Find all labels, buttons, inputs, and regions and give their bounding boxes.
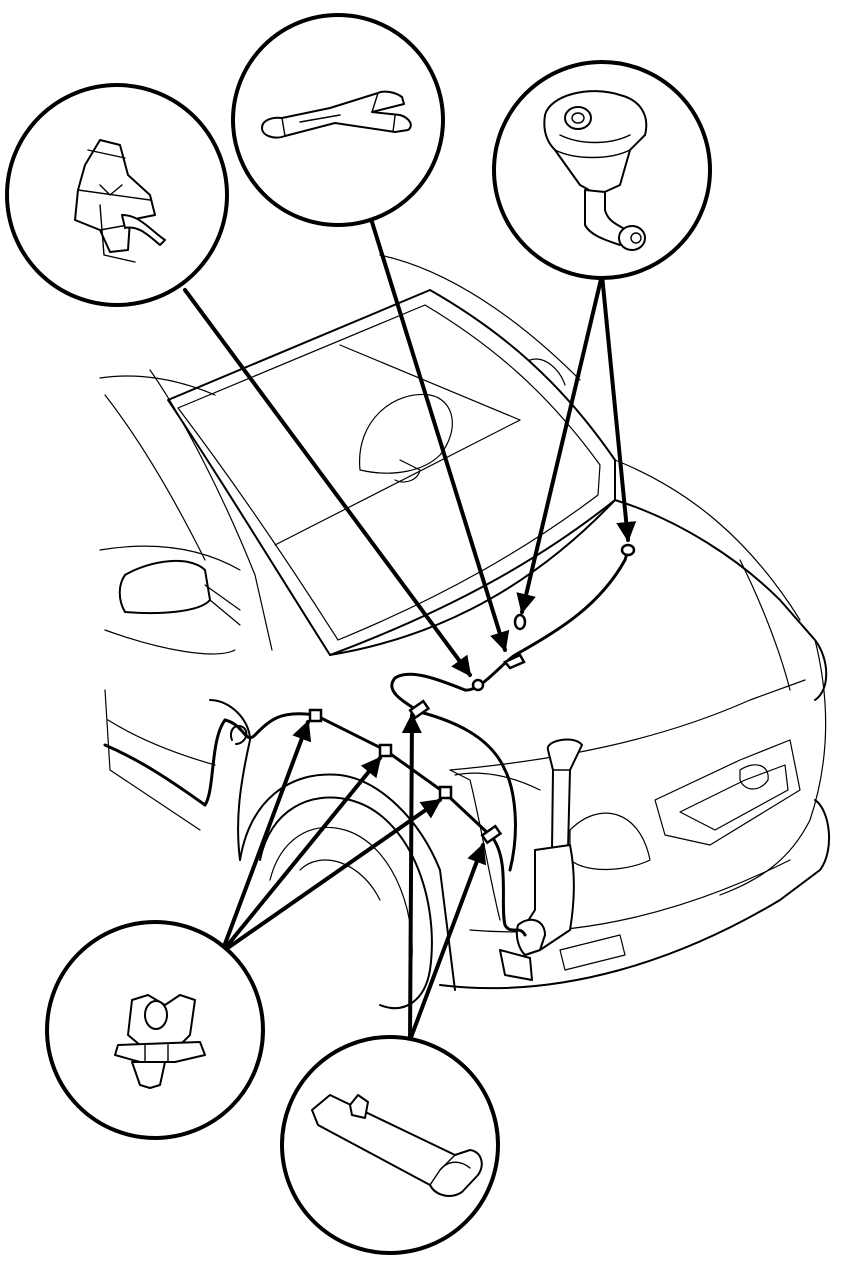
hood-center	[739, 559, 791, 691]
callout-hose-clip	[5, 83, 229, 307]
leader-clamp-1	[220, 720, 312, 954]
washer-reservoir-filler-neck	[546, 738, 583, 851]
washer-hose-cowl	[390, 548, 630, 714]
hose-clamp-3	[438, 785, 453, 800]
hood-crease	[614, 459, 801, 621]
washer-system	[103, 543, 636, 981]
steering-wheel	[359, 393, 453, 474]
mirror-mount	[204, 584, 241, 626]
strut-tower	[454, 772, 541, 791]
left-fender	[209, 699, 251, 861]
cowl-right	[529, 358, 566, 386]
windshield-frame	[167, 289, 616, 656]
door-top	[99, 545, 241, 571]
leader-clamp-2	[220, 756, 382, 954]
hose-clamp-icon	[114, 994, 206, 1089]
right-headlight-inner	[679, 764, 789, 831]
callout-hose-joint	[231, 13, 445, 227]
hose-clip-cowl	[471, 678, 485, 692]
hose-clamp-1	[308, 708, 323, 723]
washer-nozzle-left	[513, 613, 527, 631]
bumper-line	[469, 859, 791, 933]
callout-hose-clamp	[45, 920, 265, 1140]
hood-outline	[329, 499, 828, 701]
wiper-line-2	[339, 344, 521, 421]
callout-washer-nozzle	[492, 60, 712, 280]
door-lower	[104, 689, 201, 831]
fog-light	[739, 764, 769, 790]
hose-curl	[230, 724, 248, 745]
roof-line	[99, 375, 216, 396]
wiper-line	[274, 419, 521, 546]
right-fender	[719, 639, 827, 896]
door-belt	[104, 629, 236, 655]
hose-clip-icon	[74, 139, 166, 263]
leader-clamp-3	[220, 798, 442, 954]
callout-hose-holder	[280, 1035, 500, 1255]
hose-clamp-2	[378, 743, 393, 758]
left-headlight	[569, 812, 651, 870]
hose-joint-cowl	[503, 653, 526, 670]
leader-hose-clip	[183, 288, 472, 677]
windshield-glass	[177, 304, 601, 641]
washer-hose-left	[103, 718, 227, 807]
leader-nozzle-left	[516, 273, 604, 614]
hood-front-edge	[449, 679, 806, 771]
hose-joint-icon	[261, 90, 412, 139]
leader-hose-joint	[370, 220, 510, 652]
washer-pump	[515, 918, 546, 956]
washer-nozzle-icon	[543, 90, 648, 251]
wheel-arch	[239, 773, 456, 991]
washer-hose-hood	[418, 710, 517, 872]
engine-bay-edge	[449, 769, 501, 921]
front-bumper	[439, 799, 831, 990]
hose-holder-1	[480, 824, 503, 845]
steering-hub	[394, 459, 421, 483]
a-pillar-outer	[104, 394, 206, 561]
right-headlight	[654, 739, 801, 846]
tire-tread	[299, 859, 381, 901]
tire-outer	[259, 796, 433, 1010]
roof-edge	[379, 254, 581, 381]
side-mirror	[118, 559, 211, 615]
washer-nozzle-right	[620, 543, 636, 557]
leader-lines	[183, 220, 637, 1042]
leader-holder-1	[401, 713, 422, 1042]
hose-holder-icon	[311, 1094, 483, 1197]
door-crease	[107, 719, 216, 766]
leader-nozzle-right	[600, 273, 637, 542]
grille-lower	[559, 934, 626, 971]
reservoir-bottom	[499, 949, 533, 981]
car-body	[99, 254, 831, 1010]
leader-holder-2	[408, 843, 487, 1042]
a-pillar-inner	[149, 369, 273, 651]
